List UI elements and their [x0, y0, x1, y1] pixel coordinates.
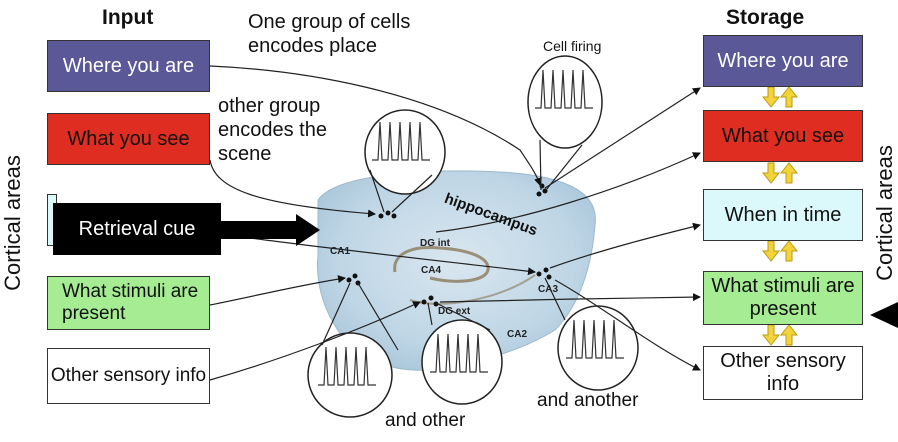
annotation-cell-firing: Cell firing: [543, 38, 602, 54]
storage-what-you-see-box: What you see: [703, 110, 863, 162]
input-what-stimuli-box: What stimuli are present: [47, 276, 210, 330]
region-ca1: CA1: [330, 246, 351, 257]
cell-cluster-ca3: [536, 267, 552, 280]
cell-cluster-scene: [378, 210, 397, 219]
cortical-areas-right-label: Cortical areas: [872, 145, 897, 281]
annotation-group-scene: other group encodes the scene: [218, 95, 327, 165]
retrieval-cue-box: Retrieval cue: [53, 203, 221, 255]
region-ca4: CA4: [421, 265, 442, 276]
dentate-gyrus-curve: [393, 245, 490, 283]
input-other-sensory-box: Other sensory info: [47, 348, 210, 404]
cell-cluster-dg: [421, 295, 439, 307]
cell-firing-circle-top: [527, 55, 603, 149]
annotation-and-another: and another: [537, 390, 639, 411]
storage-where-you-are-label: Where you are: [717, 49, 849, 72]
input-what-you-see-label: What you see: [67, 127, 190, 150]
pointer-arrow: [870, 302, 898, 328]
region-dg-ext: DG ext: [438, 306, 471, 317]
region-ca3: CA3: [538, 284, 559, 295]
input-what-you-see-box: What you see: [47, 113, 210, 165]
storage-what-stimuli-label: What stimuli are present: [711, 275, 855, 320]
retrieval-cue-arrow: [210, 214, 320, 246]
storage-updown-arrows: [761, 86, 799, 346]
input-other-sensory-label: Other sensory info: [50, 365, 207, 387]
storage-when-in-time-box: When in time: [703, 189, 863, 241]
connector-lines: [209, 65, 701, 381]
input-header: Input: [102, 6, 154, 29]
cell-firing-circle-scene: [364, 109, 446, 195]
cell-firing-circle-bottom-mid: [421, 319, 503, 405]
storage-what-stimuli-box: What stimuli are present: [703, 271, 863, 325]
storage-when-in-time-label: When in time: [724, 203, 842, 226]
region-dg-int: DG int: [420, 238, 450, 249]
region-ca2: CA2: [507, 329, 528, 340]
annotation-group-place: One group of cells encodes place: [248, 11, 411, 57]
storage-header: Storage: [726, 6, 805, 29]
cell-firing-circle-bottom-left: [307, 332, 393, 418]
input-where-you-are-box: Where you are: [47, 40, 210, 92]
storage-other-sensory-box: Other sensory info: [703, 346, 863, 400]
retrieval-cue-label: Retrieval cue: [78, 217, 196, 240]
storage-other-sensory-label: Other sensory info: [720, 350, 846, 395]
cortical-areas-left-label: Cortical areas: [0, 155, 25, 291]
storage-what-you-see-label: What you see: [721, 124, 845, 147]
cell-firing-circle-bottom-right: [557, 305, 639, 391]
input-where-you-are-label: Where you are: [62, 54, 195, 77]
annotation-and-other: and other: [385, 410, 466, 431]
input-what-stimuli-label: What stimuli are present: [62, 281, 199, 324]
cornu-ammonis-curve: [409, 274, 536, 305]
storage-where-you-are-box: Where you are: [703, 35, 863, 87]
